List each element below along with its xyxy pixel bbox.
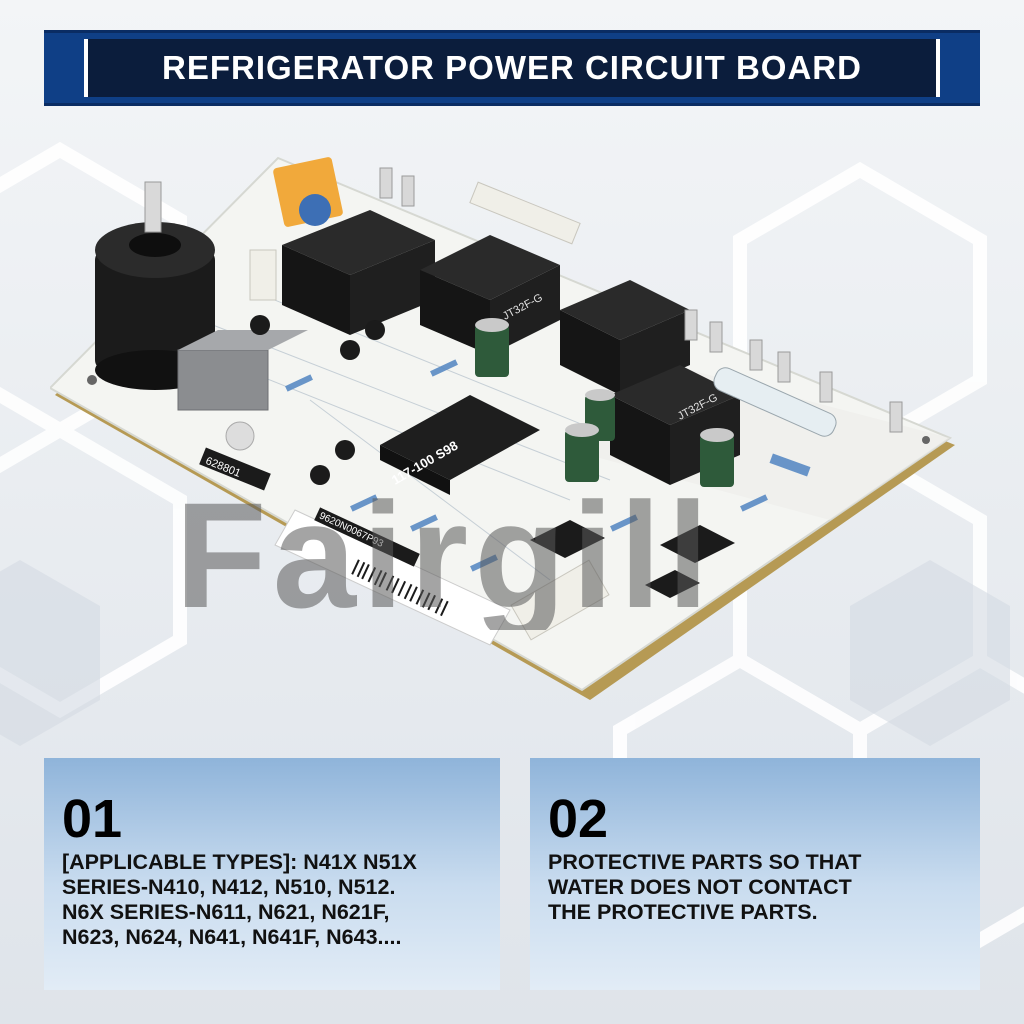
electrolytic-capacitors (475, 318, 734, 487)
film-capacitor (177, 349, 269, 411)
circuit-board-image: JT32F-G JT32F-G 117-1 (50, 156, 955, 700)
resistors (285, 359, 811, 572)
feature-line: WATER DOES NOT CONTACT (548, 875, 852, 899)
mounting-hole (87, 375, 97, 385)
feature-panel-01: 01 [APPLICABLE TYPES]: N41X N51X SERIES-… (44, 758, 500, 990)
relay-3 (560, 280, 690, 395)
mounting-hole-right (922, 436, 930, 444)
connector-left (249, 249, 277, 301)
feature-panel-02: 02 PROTECTIVE PARTS SO THAT WATER DOES N… (530, 758, 980, 990)
terminal-tab (144, 181, 162, 233)
feature-line: SERIES-N410, N412, N510, N512. (62, 875, 396, 899)
watermark: Fairgill (175, 480, 715, 630)
small-ic-chips (530, 520, 735, 598)
feature-number: 02 (548, 789, 609, 849)
transistors (250, 315, 385, 485)
glass-fuse (713, 367, 837, 437)
spade-terminals (379, 167, 903, 433)
relay-2: JT32F-G (420, 235, 560, 355)
title-banner: REFRIGERATOR POWER CIRCUIT BOARD (44, 30, 980, 106)
feature-line: N6X SERIES-N611, N621, N621F, (62, 900, 390, 924)
connector-top (469, 181, 581, 245)
buzzer (225, 421, 255, 451)
relay-1 (282, 210, 435, 335)
feature-line: THE PROTECTIVE PARTS. (548, 900, 818, 924)
feature-line: PROTECTIVE PARTS SO THAT (548, 850, 862, 874)
main-ic-chip (380, 395, 540, 495)
title-banner-inner: REFRIGERATOR POWER CIRCUIT BOARD (84, 39, 940, 97)
feature-description: [APPLICABLE TYPES]: N41X N51X SERIES-N41… (62, 850, 490, 950)
feature-line: N623, N624, N641, N641F, N643.... (62, 925, 402, 949)
feature-number: 01 (62, 789, 123, 849)
feature-description: PROTECTIVE PARTS SO THAT WATER DOES NOT … (548, 850, 970, 925)
page-title: REFRIGERATOR POWER CIRCUIT BOARD (162, 49, 862, 86)
connector-bottom (510, 559, 610, 641)
lot-label-bg (199, 447, 271, 491)
feature-line: [APPLICABLE TYPES]: N41X N51X (62, 850, 417, 874)
blue-capacitor (299, 194, 331, 226)
